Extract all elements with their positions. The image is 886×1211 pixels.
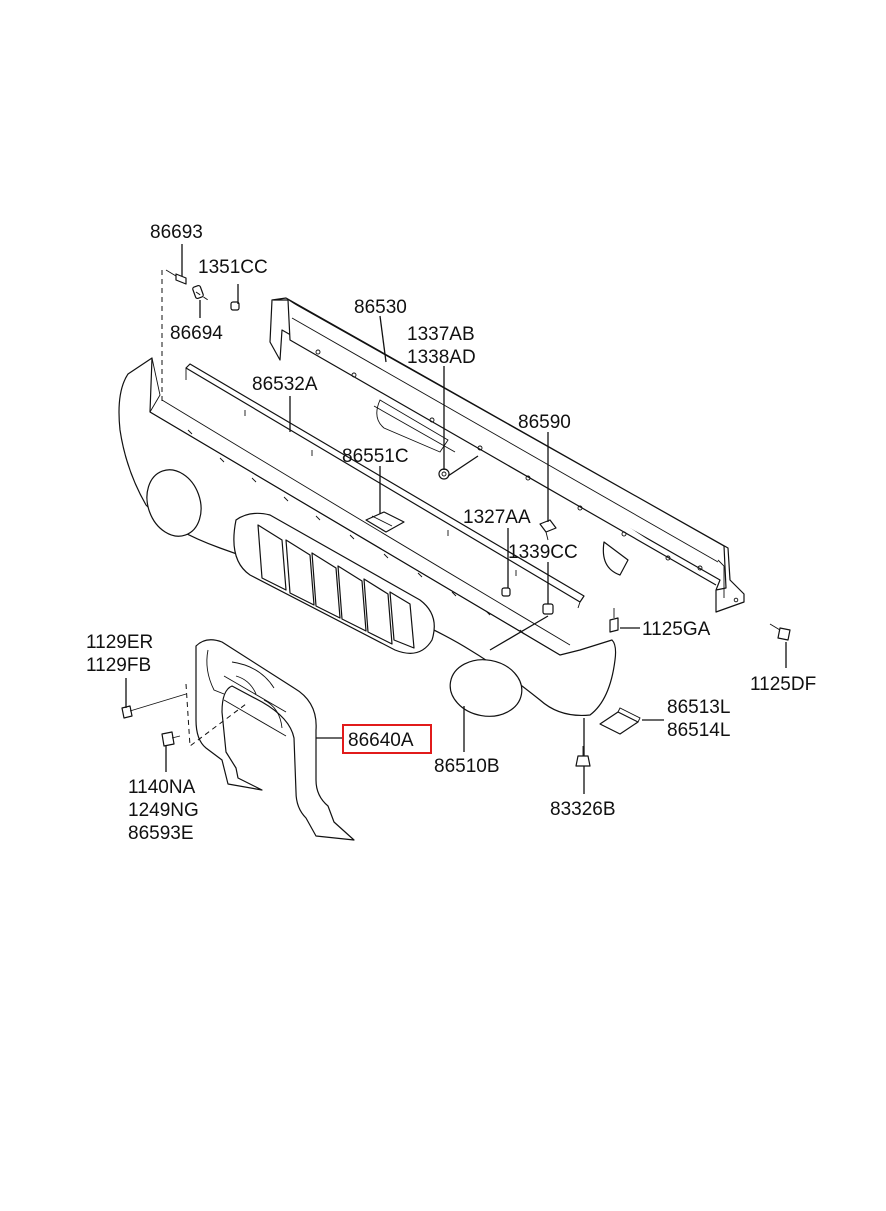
label-86640A[interactable]: 86640A	[348, 730, 414, 751]
label-86694[interactable]: 86694	[170, 323, 223, 344]
assembly-line-lower	[185, 683, 247, 747]
label-1351CC[interactable]: 1351CC	[198, 257, 268, 278]
assembly-line-86694	[195, 291, 209, 301]
label-1249NG[interactable]: 1249NG	[128, 800, 199, 821]
label-1129FB[interactable]: 1129FB	[86, 655, 151, 676]
bumper-cover	[118, 357, 617, 717]
nut-1337AB-icon	[438, 468, 450, 480]
pin-86694-icon	[192, 284, 204, 300]
leader-lines	[125, 244, 787, 794]
label-1129ER[interactable]: 1129ER	[86, 632, 153, 653]
screw-1125GA-icon	[609, 608, 619, 633]
label-1327AA[interactable]: 1327AA	[463, 507, 531, 528]
label-1339CC[interactable]: 1339CC	[508, 542, 578, 563]
bolt-1125DF-icon	[769, 623, 791, 641]
label-86513L[interactable]: 86513L	[667, 697, 730, 718]
label-86593E[interactable]: 86593E	[128, 823, 194, 844]
label-1125DF[interactable]: 1125DF	[750, 674, 816, 695]
label-1337AB[interactable]: 1337AB	[407, 324, 475, 345]
label-86551C[interactable]: 86551C	[342, 446, 409, 467]
label-1338AD[interactable]: 1338AD	[407, 347, 476, 368]
reinforcement-beam	[269, 297, 745, 613]
label-1140NA[interactable]: 1140NA	[128, 777, 196, 798]
bracket-86551C-icon	[365, 511, 405, 533]
label-86590[interactable]: 86590	[518, 412, 571, 433]
nut-1339CC-icon	[542, 603, 554, 615]
clip-83326B-icon	[575, 746, 591, 767]
bolt-1140NA-icon	[161, 731, 181, 747]
lower-skid-plate	[195, 639, 355, 841]
clip-1327AA-icon	[501, 587, 511, 597]
label-1125GA[interactable]: 1125GA	[642, 619, 711, 640]
bolt-86693-icon	[165, 269, 187, 285]
bracket-86513L-icon	[599, 707, 641, 735]
fastener-86590-icon	[539, 519, 557, 541]
label-86514L[interactable]: 86514L	[667, 720, 730, 741]
nut-1351CC-icon	[230, 301, 240, 311]
bolt-1129ER-icon	[121, 693, 187, 719]
label-86530[interactable]: 86530	[354, 297, 407, 318]
label-86510B[interactable]: 86510B	[434, 756, 500, 777]
label-86532A[interactable]: 86532A	[252, 374, 318, 395]
highlight-box-86640A	[342, 724, 432, 754]
label-86693[interactable]: 86693	[150, 222, 203, 243]
label-83326B[interactable]: 83326B	[550, 799, 616, 820]
